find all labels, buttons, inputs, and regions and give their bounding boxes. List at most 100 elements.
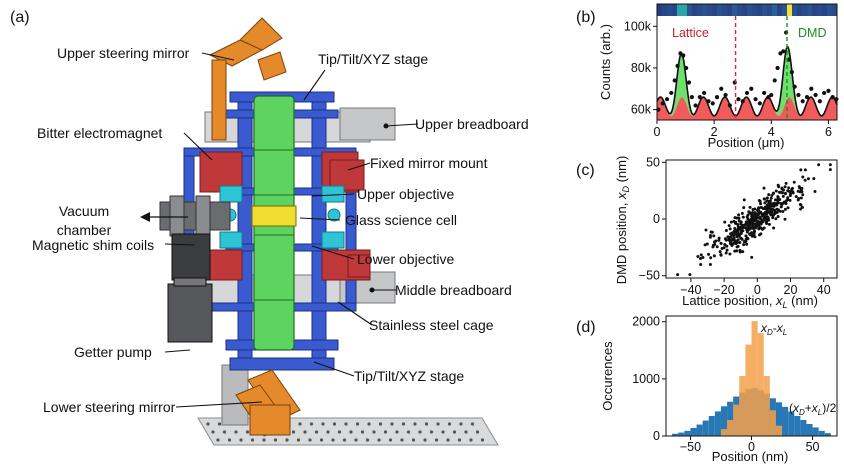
d-bar-average xyxy=(812,427,819,436)
c-data-point xyxy=(756,212,760,216)
c-data-point xyxy=(735,230,739,234)
c-data-point xyxy=(745,215,749,219)
c-data-point xyxy=(773,198,777,202)
table-hole xyxy=(216,438,220,442)
b-data-point xyxy=(796,92,801,98)
c-data-point xyxy=(759,226,763,230)
c-data-point xyxy=(782,188,786,192)
shim-coil-block xyxy=(171,233,211,281)
b-strip-cell xyxy=(802,4,808,16)
c-data-point xyxy=(753,211,757,215)
c-data-point xyxy=(751,210,755,214)
d-xtick-label: −50 xyxy=(680,440,701,454)
c-data-point xyxy=(730,231,734,235)
b-colorstrip xyxy=(657,4,838,16)
table-hole xyxy=(303,430,307,434)
panel-a: (a) xyxy=(10,9,529,446)
c-data-point xyxy=(770,210,774,214)
b-strip-cell xyxy=(707,4,713,16)
panel-d-tag: (d) xyxy=(576,319,596,336)
d-xlabel: Position (nm) xyxy=(712,449,789,464)
d-bar-difference xyxy=(751,321,758,436)
c-data-point xyxy=(750,213,754,217)
b-strip-cell xyxy=(812,4,818,16)
c-data-point xyxy=(796,198,800,202)
c-data-point xyxy=(688,273,692,277)
c-data-point xyxy=(741,250,745,254)
c-data-point xyxy=(736,225,740,229)
c-ylabel: DMD position, xD (nm) xyxy=(614,156,631,285)
c-data-point xyxy=(781,210,785,214)
c-data-point xyxy=(765,222,769,226)
table-hole xyxy=(377,438,381,442)
d-bar-average xyxy=(690,428,697,436)
c-data-point xyxy=(704,228,708,232)
c-data-point xyxy=(739,222,743,226)
c-data-point xyxy=(739,231,743,235)
d-bars xyxy=(672,321,831,436)
table-hole xyxy=(285,438,289,442)
c-data-point xyxy=(737,232,741,236)
d-bar-average xyxy=(696,424,703,436)
c-data-point xyxy=(750,231,754,235)
table-hole xyxy=(378,422,383,426)
c-data-point xyxy=(748,226,752,230)
c-data-point xyxy=(737,213,741,217)
b-data-point xyxy=(809,86,814,91)
c-data-point xyxy=(739,236,743,240)
b-data-point xyxy=(762,90,767,96)
c-data-point xyxy=(767,210,771,214)
c-data-point xyxy=(786,198,790,202)
c-data-point xyxy=(708,263,712,267)
table-hole xyxy=(401,422,406,426)
c-data-point xyxy=(776,195,780,199)
c-data-point xyxy=(740,211,744,215)
c-data-point xyxy=(723,220,727,224)
c-data-point xyxy=(777,185,781,189)
b-strip-cell xyxy=(742,4,748,16)
c-xtick-label: −40 xyxy=(680,283,701,297)
table-hole xyxy=(395,430,399,434)
table-hole xyxy=(372,430,376,434)
b-xtick-label: 2 xyxy=(711,125,718,139)
getter-pump-shape xyxy=(167,283,213,343)
c-data-point xyxy=(813,190,817,194)
d-bar-average xyxy=(788,411,795,436)
label-upper-objective: Upper objective xyxy=(357,186,454,202)
c-data-point xyxy=(755,215,759,219)
b-data-point xyxy=(736,97,741,102)
c-data-point xyxy=(783,191,787,195)
b-data-point xyxy=(684,65,689,71)
c-xtick-label: 20 xyxy=(784,283,798,297)
table-hole xyxy=(434,438,439,442)
c-data-point xyxy=(741,229,745,233)
c-data-point xyxy=(709,230,713,234)
b-data-point xyxy=(727,103,732,108)
table-hole xyxy=(250,438,255,442)
c-data-point xyxy=(800,205,804,209)
d-bar-average xyxy=(727,401,734,436)
b-data-point xyxy=(789,70,794,75)
b-strip-cell xyxy=(737,4,743,16)
b-strip-cell xyxy=(782,4,788,16)
c-data-point xyxy=(735,239,739,243)
vacuum-arrow xyxy=(140,212,188,222)
c-data-point xyxy=(777,190,781,194)
c-xtick-label: 40 xyxy=(817,283,831,297)
b-strip-cell xyxy=(832,4,838,16)
c-data-point xyxy=(789,192,793,196)
table-hole xyxy=(344,422,348,426)
b-strip-cell xyxy=(697,4,703,16)
c-data-point xyxy=(768,199,772,203)
c-data-point xyxy=(725,248,729,252)
b-data-point xyxy=(714,95,720,100)
c-data-point xyxy=(742,243,746,247)
c-data-point xyxy=(759,202,763,206)
c-data-point xyxy=(725,244,729,248)
b-xtick-label: 0 xyxy=(654,125,661,139)
c-data-point xyxy=(801,175,805,179)
d-bar-average xyxy=(702,420,709,436)
table-hole xyxy=(239,438,243,442)
